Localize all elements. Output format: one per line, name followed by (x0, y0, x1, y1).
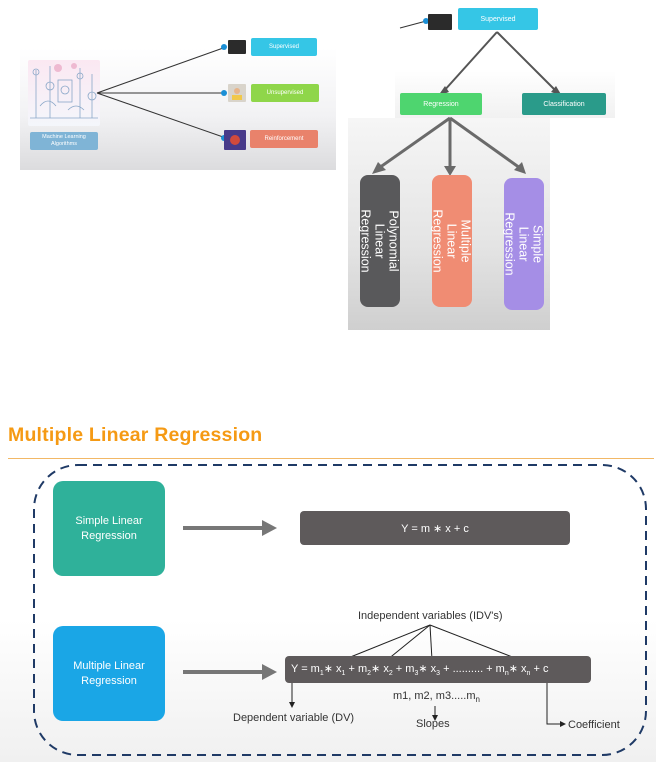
simple-equation-box: Y = m ∗ x + c (300, 511, 570, 545)
slopes-label: Slopes (416, 718, 450, 730)
coefficient-label: Coefficient (568, 719, 620, 731)
unsupervised-label: Unsupervised (266, 90, 304, 96)
teacher-icon (428, 14, 452, 30)
panel2-connectors (372, 18, 562, 176)
ml-algorithms-label: Machine Learning Algorithms (42, 134, 86, 147)
simple-linear-label: Simple Linear Regression (75, 514, 143, 542)
multiple-regression-pill: Multiple Linear Regression (431, 175, 473, 307)
simple-equation: Y = m ∗ x + c (401, 522, 469, 535)
classification-node: Classification (522, 93, 606, 115)
classification-label: Classification (543, 100, 585, 108)
reward-icon (224, 130, 246, 150)
eq-sub: 2 (367, 670, 372, 678)
multiple-equation-box: Y = m1∗ x1 + m2∗ x2 + m3∗ x3 + .........… (285, 656, 591, 683)
regression-label: Regression (423, 100, 459, 108)
reinforcement-node: Reinforcement (250, 130, 318, 148)
reinforcement-label: Reinforcement (264, 136, 304, 142)
eq-sub: n (504, 670, 509, 678)
multiple-linear-label: Multiple Linear Regression (73, 659, 145, 687)
eq-part: + m (345, 662, 368, 675)
reward-icon-art (230, 135, 240, 145)
ml-algorithms-box: Machine Learning Algorithms (30, 132, 98, 150)
eq-part: + .......... + m (440, 662, 505, 675)
idv-label: Independent variables (IDV's) (358, 610, 503, 622)
p2-supervised-node: Supervised (458, 8, 538, 30)
regression-node: Regression (400, 93, 482, 115)
polynomial-regression-pill: Polynomial Linear Regression (359, 175, 401, 307)
ml-illustration-art (30, 63, 98, 119)
eq-part: Y = m (291, 662, 320, 675)
eq-sub: 1 (341, 670, 346, 678)
slopes-series-sub: n (475, 695, 480, 705)
multiple-equation: Y = m1∗ x1 + m2∗ x2 + m3∗ x3 + .........… (291, 662, 548, 677)
reading-icon-art (232, 88, 242, 100)
slopes-series-text: m1, m2, m3.....m (393, 690, 476, 702)
title-divider (8, 458, 654, 459)
dv-label: Dependent variable (DV) (233, 712, 355, 724)
panel1-connectors (96, 44, 227, 141)
eq-sub: 3 (414, 670, 419, 678)
simple-linear-box: Simple Linear Regression (53, 481, 165, 576)
eq-part: ∗ x (418, 662, 437, 675)
eq-part: ∗ x (371, 662, 389, 675)
simple-regression-pill: Simple Linear Regression (503, 178, 545, 310)
slopes-series: m1, m2, m3.....mn (393, 690, 480, 704)
p2-supervised-label: Supervised (480, 15, 516, 23)
ml-illustration (28, 60, 100, 126)
eq-part: + c (530, 662, 549, 675)
supervised-node: Supervised (251, 38, 317, 56)
eq-part: ∗ x (323, 662, 342, 675)
eq-sub: 1 (319, 670, 324, 678)
unsupervised-node: Unsupervised (251, 84, 319, 102)
eq-part: ∗ x (508, 662, 527, 675)
eq-sub: 3 (436, 670, 441, 678)
eq-part: + m (392, 662, 415, 675)
slide-title: Multiple Linear Regression (8, 424, 263, 446)
reading-icon (228, 84, 246, 102)
eq-sub: n (526, 670, 531, 678)
eq-sub: 2 (388, 670, 393, 678)
supervised-label: Supervised (268, 44, 300, 50)
blackboard-icon (228, 40, 246, 54)
multiple-linear-box: Multiple Linear Regression (53, 626, 165, 721)
